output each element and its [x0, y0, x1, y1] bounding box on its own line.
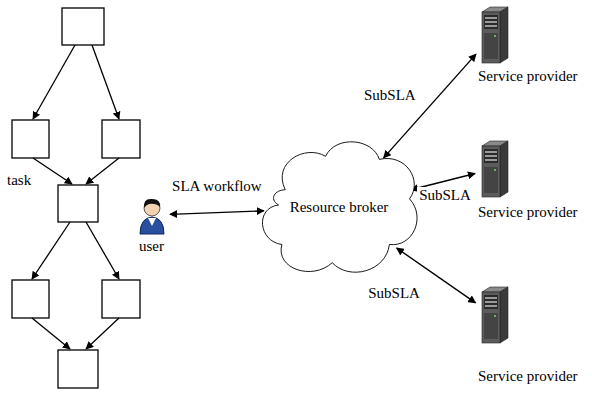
cloud-shape — [255, 132, 423, 284]
connector-arrow — [170, 211, 264, 215]
task-arrow — [86, 318, 119, 349]
edge-label: SLA workflow — [170, 178, 264, 195]
task-arrow — [32, 318, 70, 349]
task-arrows — [32, 45, 119, 349]
edge-label: SubSLA — [417, 187, 473, 204]
server-icon — [478, 6, 508, 64]
connector-arrow — [411, 174, 475, 190]
connector-arrow — [397, 248, 476, 303]
task-boxes — [12, 8, 140, 388]
group-label: task — [5, 172, 33, 189]
edge-label: SubSLA — [362, 87, 418, 104]
task-arrow — [86, 158, 119, 184]
node-caption: Service provider — [478, 368, 578, 385]
user-node: user — [137, 196, 167, 234]
task-arrow — [33, 45, 75, 119]
connector-arrow — [384, 54, 476, 158]
service-provider: Service provider — [478, 140, 508, 198]
task-arrow — [86, 222, 119, 279]
service-provider: Service provider — [478, 6, 508, 64]
task-box — [102, 120, 140, 158]
edge-label: SubSLA — [366, 285, 422, 302]
task-box — [102, 280, 140, 318]
broker-label: Resource broker — [290, 199, 389, 216]
task-box — [62, 8, 104, 45]
server-icon — [478, 286, 508, 344]
task-box — [12, 120, 49, 158]
task-arrow — [33, 158, 72, 184]
task-box — [58, 350, 98, 388]
task-arrow — [92, 45, 119, 119]
task-box — [58, 185, 98, 222]
broker-cloud: Resource broker — [255, 132, 423, 284]
server-icon — [478, 140, 508, 198]
service-provider: Service provider — [478, 286, 508, 344]
node-caption: user — [139, 238, 164, 255]
task-arrow — [32, 222, 70, 279]
user-icon — [137, 196, 167, 234]
node-caption: Service provider — [478, 204, 578, 221]
task-box — [12, 280, 49, 318]
node-caption: Service provider — [478, 68, 578, 85]
